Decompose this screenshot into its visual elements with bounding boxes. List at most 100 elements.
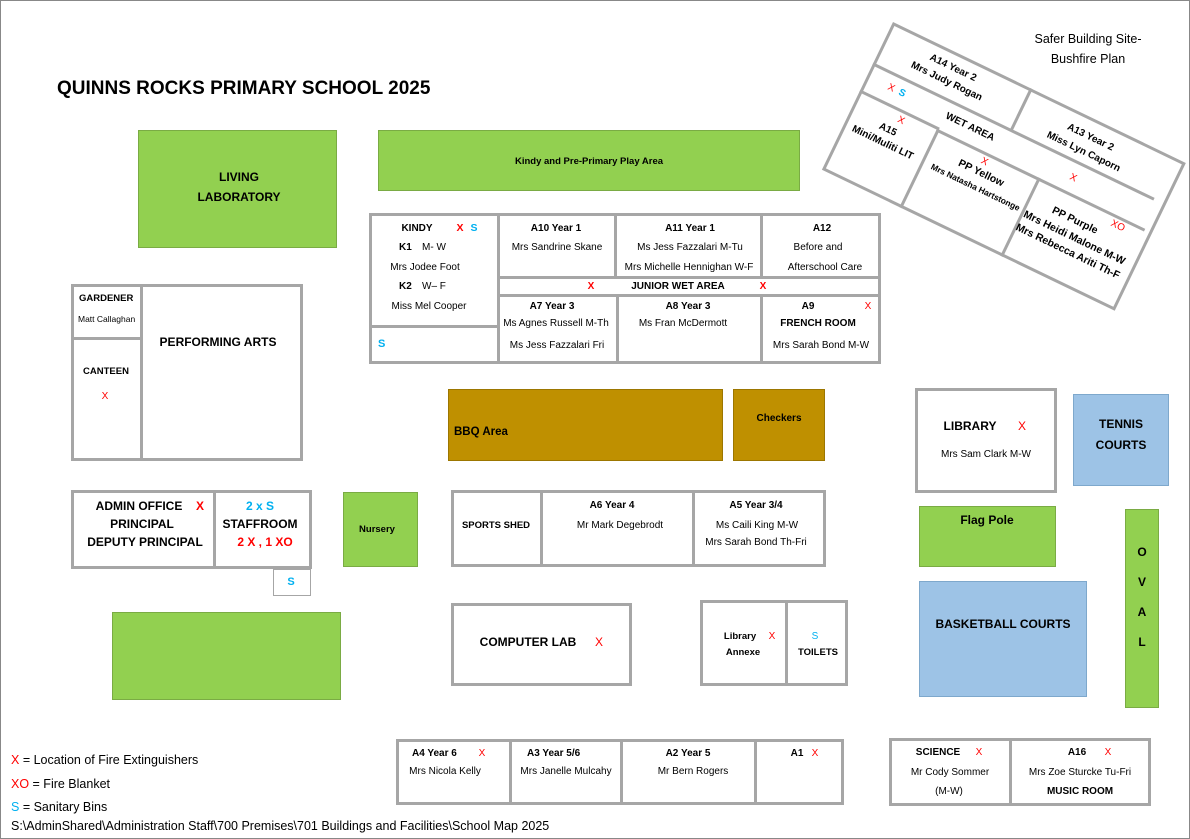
a16-teacher: Mrs Zoe Sturcke Tu-Fri: [1028, 767, 1132, 778]
oval-letter: V: [1137, 575, 1147, 589]
checkers-label: Checkers: [756, 413, 802, 424]
wall: [785, 600, 788, 686]
junior-wet-area-label: JUNIOR WET AREA: [631, 281, 725, 292]
fire-extinguisher-marker: X: [478, 748, 486, 759]
a5-teacher-2: Mrs Sarah Bond Th-Fri: [705, 537, 807, 548]
a1-title: A1: [790, 748, 804, 759]
k1-days: M- W: [422, 242, 446, 253]
sports-shed-label: SPORTS SHED: [461, 520, 531, 531]
a8-teacher: Ms Fran McDermott: [638, 318, 728, 329]
a4-teacher: Mrs Nicola Kelly: [409, 766, 481, 777]
tennis-label-1: TENNIS: [1098, 417, 1144, 431]
a11-teacher-1: Ms Jess Fazzalari M-Tu: [637, 242, 743, 253]
a12-line-1: Before and: [793, 242, 843, 253]
a9-teacher: Mrs Sarah Bond M-W: [772, 340, 870, 351]
a2-title: A2 Year 5: [665, 748, 711, 759]
a7-title: A7 Year 3: [529, 301, 575, 312]
wall: [369, 325, 499, 328]
legend-text: = Fire Blanket: [29, 777, 111, 791]
a6-teacher: Mr Mark Degebrodt: [576, 520, 664, 531]
science-title: SCIENCE: [915, 747, 961, 758]
annexe-building: [700, 600, 848, 686]
wall: [616, 294, 619, 364]
fire-extinguisher-marker: X: [456, 222, 464, 234]
library-teacher: Mrs Sam Clark M-W: [941, 449, 1031, 460]
legend-symbol: XO: [11, 777, 30, 791]
living-lab-label-1: LIVING: [218, 170, 260, 184]
science-teacher: Mr Cody Sommer: [910, 767, 990, 778]
wall: [213, 490, 216, 569]
a11-title: A11 Year 1: [665, 223, 715, 234]
canteen-label: CANTEEN: [83, 366, 129, 377]
basketball-courts: [919, 581, 1087, 697]
fire-extinguisher-marker: X: [975, 747, 983, 758]
bbq-area: [448, 389, 723, 461]
science-block: [889, 738, 1151, 806]
fire-extinguisher-marker: X: [1017, 419, 1027, 433]
sanitary-bin-marker: S: [470, 222, 478, 234]
fire-extinguisher-marker: X: [195, 499, 205, 513]
a3-teacher: Mrs Janelle Mulcahy: [520, 766, 612, 777]
tennis-label-2: COURTS: [1095, 438, 1147, 452]
subtitle-line-1: Safer Building Site-: [1034, 32, 1142, 46]
subtitle-line-2: Bushfire Plan: [1050, 52, 1126, 66]
wall: [692, 490, 695, 567]
a5-teacher-1: Ms Caili King M-W: [715, 520, 799, 531]
sanitary-bin-marker: S: [287, 576, 295, 588]
a12-line-2: Afterschool Care: [787, 262, 863, 273]
sanitary-bin-marker: S: [378, 338, 386, 350]
oval-letter: L: [1138, 635, 1146, 649]
toilets-label: TOILETS: [798, 647, 838, 658]
wall: [540, 490, 543, 567]
sports-block: [451, 490, 826, 567]
wall: [497, 294, 881, 297]
a2-teacher: Mr Bern Rogers: [657, 766, 729, 777]
bbq-area-label: BBQ Area: [454, 426, 508, 438]
file-path: S:\AdminShared\Administration Staff\700 …: [11, 819, 550, 833]
admin-building: [71, 490, 312, 569]
a9-room: FRENCH ROOM: [780, 318, 856, 329]
staffroom-label: STAFFROOM: [222, 517, 298, 531]
library-building: [915, 388, 1057, 493]
legend-symbol: X: [11, 753, 20, 767]
computer-lab: [451, 603, 632, 686]
legend-item-extinguisher: X = Location of Fire Extinguishers: [11, 753, 198, 768]
flag-pole-area: [919, 506, 1056, 567]
fire-extinguisher-marker: X: [1104, 747, 1112, 758]
a3-title: A3 Year 5/6: [527, 748, 581, 759]
kindy-title: KINDY: [401, 223, 433, 234]
fire-extinguisher-marker: X: [768, 631, 776, 642]
a11-teacher-2: Mrs Michelle Hennighan W-F: [624, 262, 754, 273]
principal-label: PRINCIPAL: [110, 517, 174, 531]
a8-title: A8 Year 3: [665, 301, 711, 312]
oval-letter: A: [1137, 605, 1147, 619]
a4-title: A4 Year 6: [412, 748, 457, 759]
green-area: [112, 612, 341, 700]
wall: [71, 337, 142, 340]
map-title: QUINNS ROCKS PRIMARY SCHOOL 2025: [57, 78, 431, 99]
deputy-principal-label: DEPUTY PRINCIPAL: [87, 535, 203, 549]
wall: [140, 284, 143, 461]
fire-extinguisher-marker: X: [587, 281, 595, 292]
a6-title: A6 Year 4: [589, 500, 635, 511]
sanitary-bin-marker: S: [811, 631, 819, 642]
a12-title: A12: [812, 223, 832, 234]
oval-letter: O: [1137, 545, 1147, 559]
computer-lab-label: COMPUTER LAB: [479, 635, 577, 649]
wall: [509, 739, 512, 805]
a10-teacher: Mrs Sandrine Skane: [511, 242, 603, 253]
wall: [614, 213, 617, 277]
basketball-label: BASKETBALL COURTS: [935, 617, 1071, 631]
a16-title: A16: [1067, 747, 1087, 758]
checkers-area: [733, 389, 825, 461]
k2-days: W– F: [422, 281, 446, 292]
performing-arts-label: PERFORMING ARTS: [159, 335, 277, 349]
wall: [497, 276, 881, 279]
a10-title: A10 Year 1: [530, 223, 582, 234]
sanitary-bin-marker: 2 x S: [245, 499, 275, 513]
science-days: (M-W): [935, 786, 963, 797]
legend-symbol: S: [11, 800, 20, 814]
living-lab-label-2: LABORATORY: [197, 190, 281, 204]
kindy-play-area: [378, 130, 800, 191]
admin-office-label: ADMIN OFFICE: [95, 499, 183, 513]
